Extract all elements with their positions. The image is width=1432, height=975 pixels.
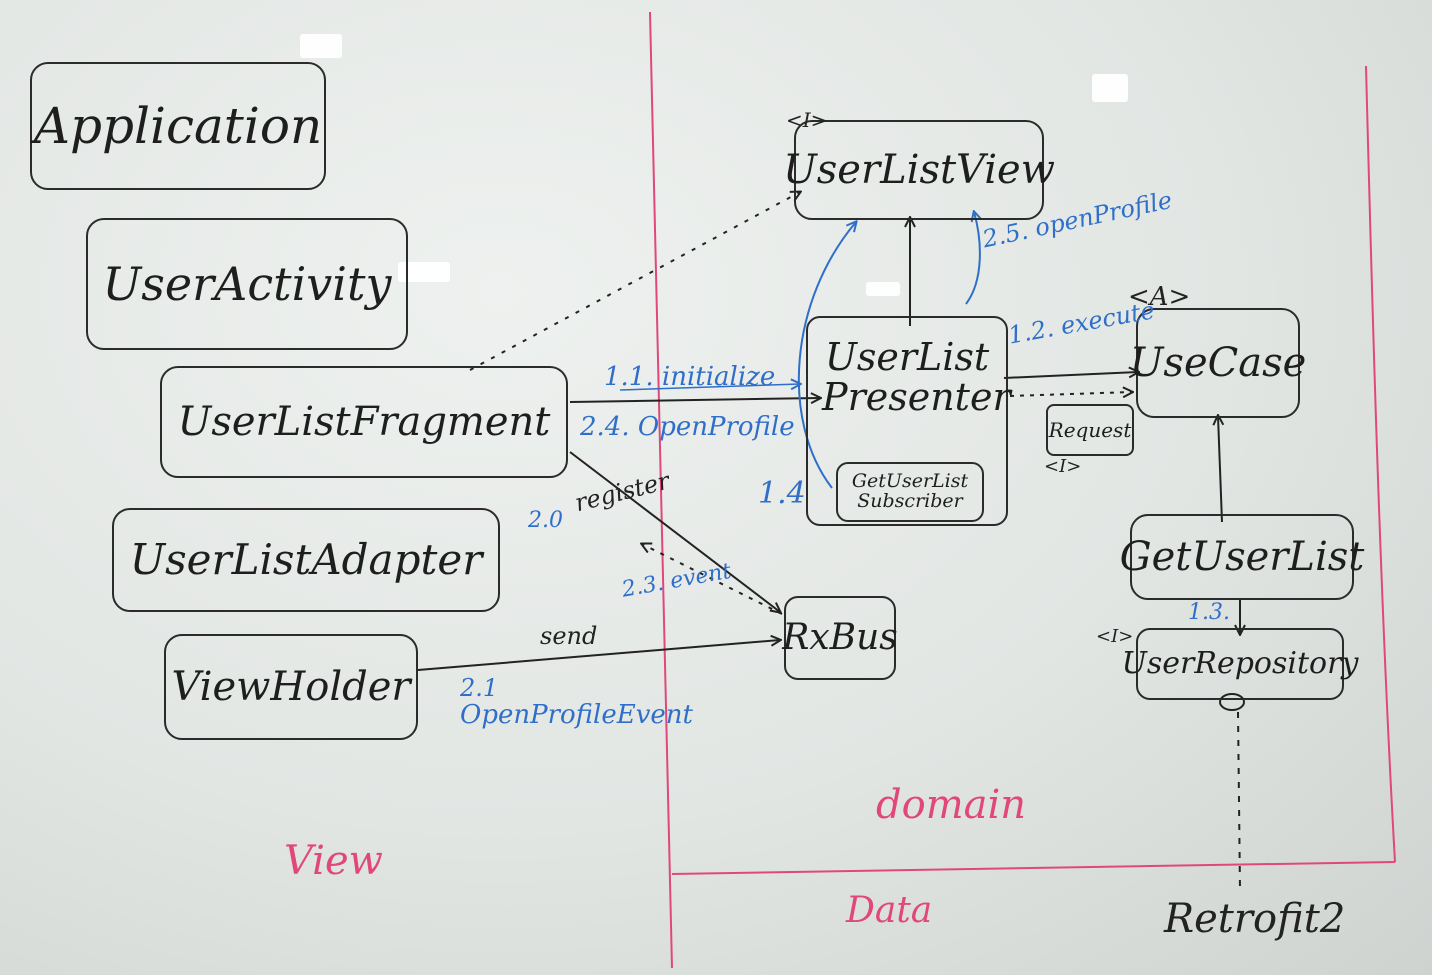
- presenter-to-usecase-arrow: [1003, 372, 1138, 379]
- glare-reflection: [1092, 74, 1128, 102]
- view-holder-box: ViewHolder: [164, 634, 418, 740]
- open-profile-event-number-label: 2.1: [460, 674, 499, 702]
- retrofit-dotted-line: [1237, 711, 1241, 891]
- request-stereotype: <I>: [1044, 456, 1082, 477]
- view-layer-label: View: [284, 838, 383, 884]
- step-1-4-label: 1.4: [758, 476, 806, 511]
- glare-reflection: [398, 262, 450, 282]
- rx-bus-box: RxBus: [782, 596, 898, 680]
- user-list-view-stereotype: <I>: [786, 108, 828, 132]
- interface-lollipop: [1219, 693, 1245, 711]
- retrofit-label: Retrofit2: [1164, 896, 1346, 942]
- get-user-list-box: GetUserList: [1120, 514, 1364, 600]
- domain-layer-label: domain: [876, 782, 1027, 828]
- initialize-label: 1.1. initialize: [604, 362, 776, 392]
- fragment-to-presenter-arrow: [569, 398, 820, 402]
- fragment-to-view-dotted-arrow: [469, 192, 800, 371]
- getuserlist-to-usecase-arrow: [1218, 416, 1222, 523]
- presenter-label: UserList Presenter: [822, 335, 1011, 419]
- user-list-adapter-box: UserListAdapter: [112, 508, 500, 612]
- register-number-label: 2.0: [528, 508, 563, 533]
- use-case-stereotype: <A>: [1128, 282, 1191, 312]
- viewholder-send-arrow: [417, 640, 780, 671]
- domain-data-divider: [671, 861, 1396, 875]
- user-list-view-box: UserListView: [783, 120, 1055, 220]
- open-profile-blue-arrow: [965, 212, 980, 305]
- glare-reflection: [300, 34, 342, 58]
- glare-reflection: [866, 282, 900, 296]
- open-profile-event-label: OpenProfileEvent: [460, 700, 693, 730]
- subscriber-to-view-blue-arrow: [797, 222, 856, 489]
- data-layer-label: Data: [846, 890, 933, 931]
- user-repository-box: UserRepository: [1122, 628, 1358, 700]
- user-list-presenter-box: UserList Presenter: [806, 316, 1011, 526]
- application-box: Application: [30, 62, 326, 190]
- get-user-list-subscriber-box: GetUserList Subscriber: [836, 462, 984, 522]
- use-case-box: UseCase: [1130, 308, 1306, 418]
- send-label: send: [540, 622, 598, 650]
- right-border: [1365, 65, 1396, 863]
- rxbus-event-dotted-arrow: [642, 544, 783, 615]
- open-profile-fragment-label: 2.4. OpenProfile: [580, 412, 795, 442]
- user-list-fragment-box: UserListFragment: [160, 366, 568, 478]
- presenter-request-dotted-arrow: [1009, 392, 1132, 396]
- fragment-register-arrow: [569, 451, 780, 612]
- step-1-3-label: 1.3.: [1188, 600, 1230, 625]
- user-activity-box: UserActivity: [86, 218, 408, 350]
- user-repository-stereotype: <I>: [1096, 626, 1134, 647]
- request-box: Request: [1046, 404, 1134, 456]
- initialize-blue-arrow: [619, 384, 800, 391]
